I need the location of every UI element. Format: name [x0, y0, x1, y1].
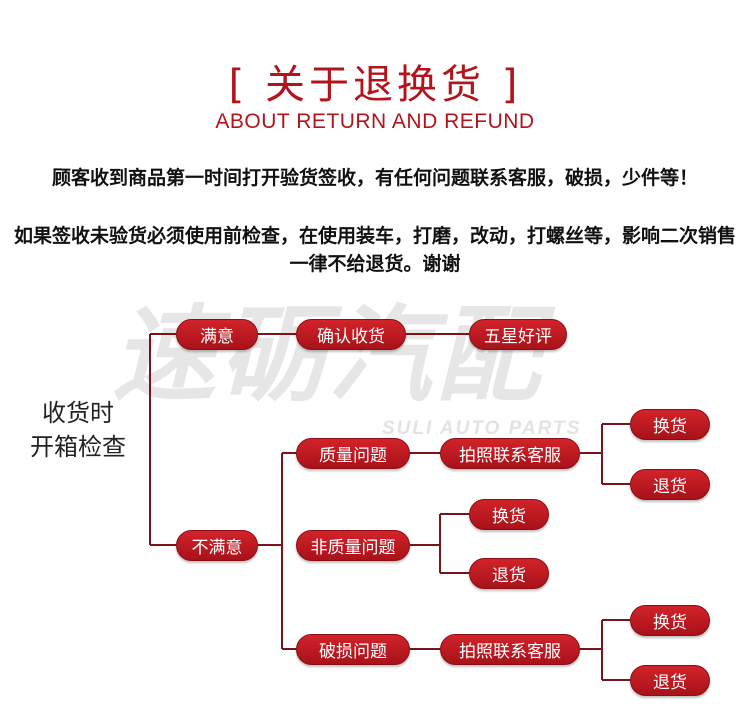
watermark-logo-en: SULI AUTO PARTS [382, 418, 582, 439]
node-non-quality-issue: 非质量问题 [296, 530, 410, 561]
node-photo-contact-service-1: 拍照联系客服 [440, 438, 580, 469]
node-confirm-receipt: 确认收货 [296, 319, 406, 350]
watermark-logo: 速砺汽配 [112, 294, 545, 416]
notice-line-2: 如果签收未验货必须使用前检查，在使用装车，打磨，改动，打螺丝等，影响二次销售一律… [13, 225, 736, 275]
node-exchange-2: 换货 [469, 499, 549, 530]
node-refund-1: 退货 [630, 469, 710, 500]
node-refund-3: 退货 [630, 665, 710, 696]
root-line-1: 收货时 [42, 399, 114, 427]
node-refund-2: 退货 [469, 558, 549, 589]
node-five-star-review: 五星好评 [469, 319, 567, 350]
node-unsatisfied: 不满意 [176, 530, 258, 561]
notice-line-1: 顾客收到商品第一时间打开验货签收，有任何问题联系客服，破损，少件等！ [51, 167, 698, 189]
node-quality-issue: 质量问题 [296, 438, 410, 469]
page-title: [ 关于退换货 ] [228, 62, 522, 108]
page-subtitle: ABOUT RETURN AND REFUND [215, 110, 535, 133]
root-line-2: 开箱检查 [30, 433, 126, 461]
node-exchange-3: 换货 [630, 605, 710, 636]
node-damage-issue: 破损问题 [296, 634, 410, 665]
node-photo-contact-service-2: 拍照联系客服 [440, 634, 580, 665]
node-satisfied: 满意 [176, 319, 258, 350]
root-node: 收货时 开箱检查 [18, 396, 138, 464]
node-exchange-1: 换货 [630, 409, 710, 440]
